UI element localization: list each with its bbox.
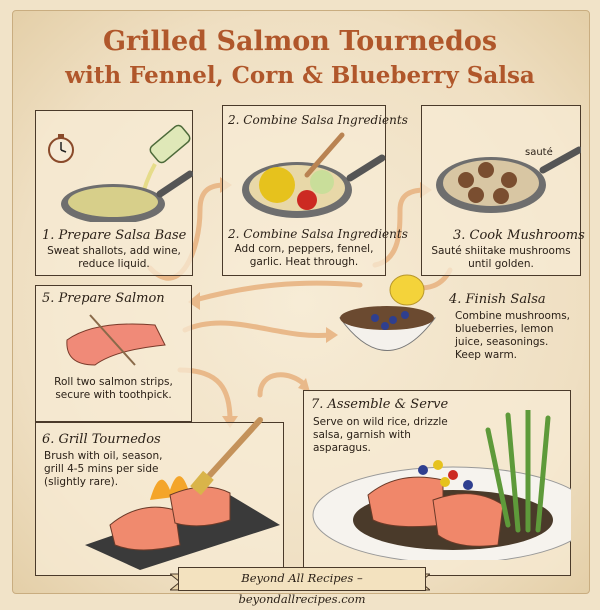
recipe-subtitle: with Fennel, Corn & Blueberry Salsa (65, 62, 535, 89)
step-7-illustration (312, 410, 571, 560)
step-2-illustration (242, 132, 386, 218)
step-3-title: 3. Cook Mushrooms (453, 228, 585, 243)
salmon-fillet (367, 476, 504, 547)
recipe-title: Grilled Salmon Tournedos (102, 26, 498, 57)
lemon-icon (389, 274, 425, 306)
arrow-4-5 (192, 280, 363, 303)
arrow-2-3 (372, 187, 428, 268)
step-3-desc: Sauté shiitake mushrooms until golden. (431, 245, 571, 270)
step-2-desc: Add corn, peppers, fennel, garlic. Heat … (234, 243, 374, 268)
step-7-title: 7. Assemble & Serve (311, 397, 449, 412)
step-5-title: 5. Prepare Salmon (42, 291, 165, 306)
step-1-title: 1. Prepare Salsa Base (42, 228, 187, 243)
bowl-icon (339, 306, 436, 351)
step-4-title: 4. Finish Salsa (449, 292, 546, 307)
step-4-desc: Combine mushrooms, blueberries, lemon ju… (455, 310, 570, 361)
step-3-tag: sauté (525, 147, 553, 158)
frying-pan-icon (242, 154, 386, 218)
step-1-desc: Sweat shallots, add wine, reduce liquid. (47, 245, 181, 270)
step-3-illustration (436, 146, 581, 213)
step-6-illustration (85, 417, 280, 570)
salmon-roll-icon (66, 314, 166, 366)
step-2-header: 2. Combine Salsa Ingredients (228, 113, 408, 127)
step-7-desc: Serve on wild rice, drizzle salsa, garni… (313, 416, 448, 454)
step-2-title: 2. Combine Salsa Ingredients (228, 227, 408, 241)
stopwatch-icon (48, 134, 74, 163)
step-5-desc: Roll two salmon strips, secure with toot… (54, 376, 173, 401)
frying-pan-icon (436, 146, 581, 213)
step-6-title: 6. Grill Tournedos (42, 432, 161, 447)
arrow-1-2 (147, 182, 228, 281)
salsa-topping (418, 460, 473, 490)
arrow-6-7 (257, 372, 308, 398)
asparagus-icon (485, 410, 551, 533)
frying-pan-icon (61, 170, 193, 222)
salmon-fillet (109, 486, 231, 551)
step-6-desc: Brush with oil, season, grill 4-5 mins p… (44, 450, 163, 488)
arrow-5-4 (182, 320, 333, 339)
wooden-spoon-icon (304, 132, 345, 178)
step-4-illustration (339, 274, 436, 351)
footer-ribbon: Beyond All Recipes – beyondallrecipes.co… (178, 567, 426, 606)
step-1-illustration (48, 124, 193, 222)
brush-icon (190, 417, 263, 496)
mushroom-icon (458, 162, 517, 204)
